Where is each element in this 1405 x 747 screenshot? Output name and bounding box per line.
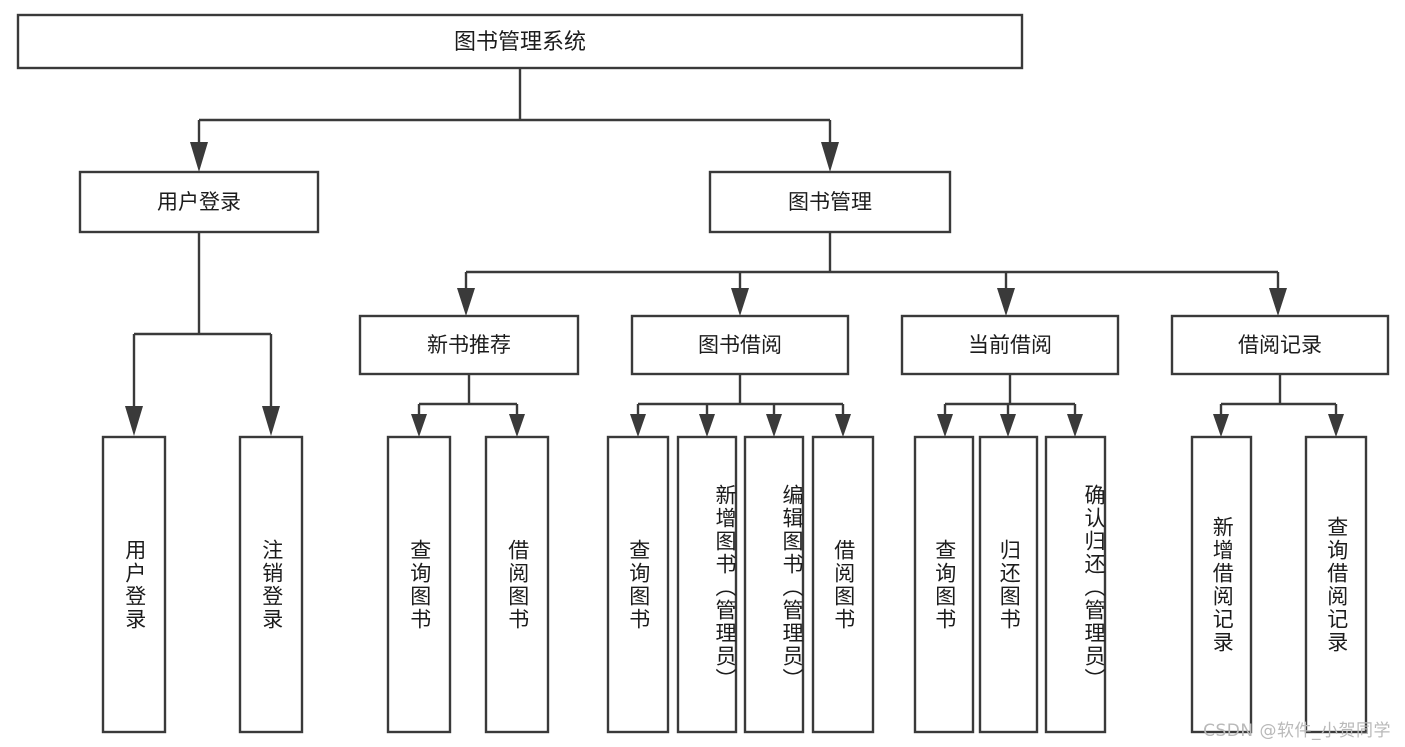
leaf-box-query-book-recommend[interactable]	[386, 435, 452, 734]
leaf-box-user-login[interactable]	[101, 435, 167, 734]
arrow-head-icon	[262, 406, 280, 436]
watermark-text: CSDN @软件_小贺同学	[1203, 721, 1391, 741]
connector-current-borrow-to-leaves	[937, 374, 1083, 437]
arrow-head-icon	[190, 142, 208, 172]
arrow-head-icon	[1269, 288, 1287, 316]
connector-book-management-to-level3	[457, 232, 1287, 316]
arrow-head-icon	[125, 406, 143, 436]
arrow-head-icon	[411, 414, 427, 437]
arrow-head-icon	[937, 414, 953, 437]
connector-user-login-to-leaves	[125, 232, 280, 436]
connector-borrow-record-to-leaves	[1213, 374, 1344, 437]
leaf-box-edit-book-admin[interactable]	[743, 435, 805, 734]
arrow-head-icon	[699, 414, 715, 437]
leaf-box-add-borrow-record[interactable]	[1190, 435, 1253, 734]
connector-book-borrow-to-leaves	[630, 374, 851, 437]
arrow-head-icon	[509, 414, 525, 437]
leaf-box-confirm-return-admin[interactable]	[1044, 435, 1107, 734]
node-root-system[interactable]	[16, 13, 1024, 70]
connector-root-to-level2	[190, 68, 839, 172]
arrow-head-icon	[835, 414, 851, 437]
leaf-box-query-book-borrow[interactable]	[606, 435, 670, 734]
node-book-management-label: 图书管理	[788, 190, 872, 214]
leaf-box-logout[interactable]	[238, 435, 304, 734]
node-root-system-label: 图书管理系统	[454, 30, 586, 55]
arrow-head-icon	[1067, 414, 1083, 437]
arrow-head-icon	[630, 414, 646, 437]
connector-new-book-recommend-to-leaves	[411, 374, 525, 437]
node-user-login-label: 用户登录	[157, 190, 241, 214]
node-new-book-recommend-label: 新书推荐	[427, 333, 511, 357]
arrow-head-icon	[1000, 414, 1016, 437]
node-borrow-record-label: 借阅记录	[1238, 333, 1322, 357]
node-book-borrow-label: 图书借阅	[698, 333, 782, 357]
arrow-head-icon	[821, 142, 839, 172]
node-user-login[interactable]	[78, 170, 320, 234]
arrow-head-icon	[731, 288, 749, 316]
arrow-head-icon	[1328, 414, 1344, 437]
arrow-head-icon	[457, 288, 475, 316]
arrow-head-icon	[997, 288, 1015, 316]
arrow-head-icon	[1213, 414, 1229, 437]
leaf-box-borrow-book-recommend[interactable]	[484, 435, 550, 734]
leaf-box-return-book[interactable]	[978, 435, 1039, 734]
node-new-book-recommend[interactable]	[358, 314, 580, 376]
arrow-head-icon	[766, 414, 782, 437]
node-current-borrow[interactable]	[900, 314, 1120, 376]
leaf-box-add-book-admin[interactable]	[676, 435, 738, 734]
node-current-borrow-label: 当前借阅	[968, 333, 1052, 357]
leaf-box-query-book-current[interactable]	[913, 435, 975, 734]
node-borrow-record[interactable]	[1170, 314, 1390, 376]
leaf-box-borrow-book[interactable]	[811, 435, 875, 734]
leaf-box-query-borrow-record[interactable]	[1304, 435, 1368, 734]
node-book-borrow[interactable]	[630, 314, 850, 376]
